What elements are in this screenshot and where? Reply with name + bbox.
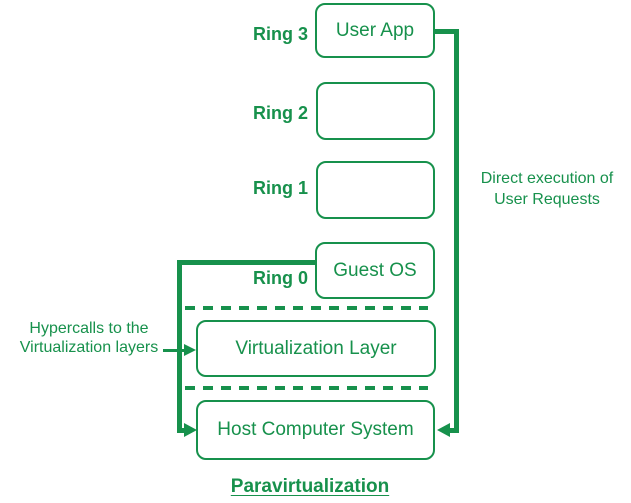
hypercalls-annotation-line1: Hypercalls to the <box>29 320 149 337</box>
host-left-connector-stub-line <box>177 428 187 433</box>
user-app-box: User App <box>315 3 435 58</box>
virtualization-separator-dashed-line <box>185 386 428 390</box>
direct-execution-annotation-line2: User Requests <box>494 191 600 208</box>
guest-os-connector-horizontal-line <box>177 260 315 265</box>
diagram-caption: Paravirtualization <box>230 476 390 497</box>
ring3-label: Ring 3 <box>252 24 308 44</box>
ring0-label: Ring 0 <box>252 268 308 288</box>
hypercalls-annotation-line2: Virtualization layers <box>19 339 159 356</box>
ring1-box <box>316 161 435 219</box>
ring2-label: Ring 2 <box>252 103 308 123</box>
host-left-arrowhead-icon <box>184 423 197 437</box>
direct-execution-annotation: Direct execution of User Requests <box>462 168 631 210</box>
host-computer-system-box: Host Computer System <box>196 400 435 460</box>
direct-execution-annotation-line1: Direct execution of <box>480 170 614 187</box>
hypercalls-annotation: Hypercalls to the Virtualization layers <box>0 319 178 357</box>
left-connector-vertical-line <box>177 260 182 433</box>
user-app-connector-horizontal-line <box>435 29 459 34</box>
ring2-box <box>316 82 435 140</box>
virtualization-layer-box: Virtualization Layer <box>196 320 436 377</box>
hypercalls-arrowhead-icon <box>184 344 196 356</box>
right-connector-vertical-line <box>454 29 459 433</box>
ring0-separator-dashed-line <box>185 306 428 310</box>
guest-os-box: Guest OS <box>315 242 435 299</box>
host-right-arrowhead-icon <box>437 423 450 437</box>
hypercalls-arrow-line <box>163 349 186 352</box>
ring1-label: Ring 1 <box>252 178 308 198</box>
host-right-connector-stub-line <box>447 428 459 433</box>
